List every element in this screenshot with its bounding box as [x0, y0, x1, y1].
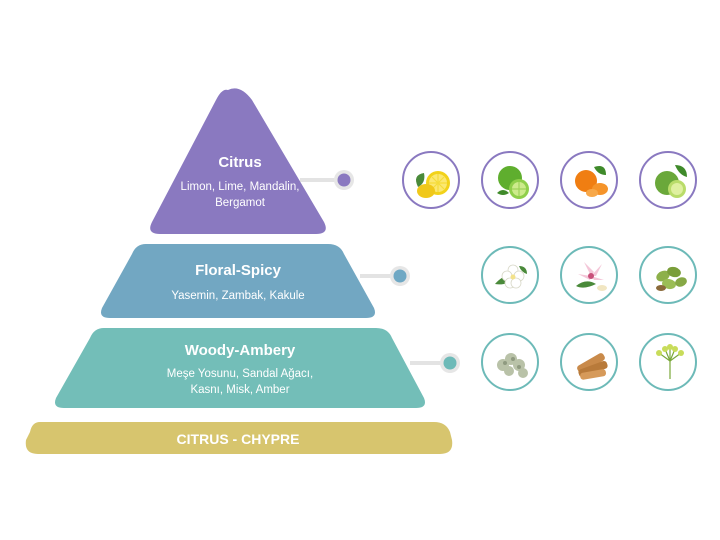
tier-floral-shape [101, 244, 375, 318]
tier-title: Woody-Ambery [184, 342, 296, 359]
galbanum-icon [639, 333, 697, 391]
sandalwood-icon [560, 333, 618, 391]
tier-notes-line: Yasemin, Zambak, Kakule [171, 290, 305, 302]
marker-floral [393, 269, 407, 283]
tier-notes-line: Bergamot [215, 197, 265, 209]
base-shape [25, 422, 453, 454]
tier-woody: Woody-Ambery Meşe Yosunu, Sandal Ağacı, … [90, 342, 390, 398]
tier-notes-line: Limon, Lime, Mandalin, [180, 181, 300, 193]
tier-notes-line: Meşe Yosunu, Sandal Ağacı, [166, 368, 314, 380]
tier-notes-line: Kasnı, Misk, Amber [190, 384, 290, 396]
marker-woody [443, 356, 457, 370]
cardamom-icon [639, 246, 697, 304]
tier-citrus-shape [150, 88, 326, 234]
tier-title: Floral-Spicy [195, 262, 281, 279]
jasmine-icon [481, 246, 539, 304]
tier-floral: Floral-Spicy Yasemin, Zambak, Kakule [118, 262, 358, 304]
lime-icon [481, 151, 539, 209]
mandarin-icon [560, 151, 618, 209]
tier-woody-shape [55, 328, 425, 408]
bergamot-icon [639, 151, 697, 209]
tier-citrus: Citrus Limon, Lime, Mandalin, Bergamot [160, 154, 320, 211]
tier-title: Citrus [218, 154, 262, 171]
base-label: CITRUS - CHYPRE [176, 431, 300, 447]
oakmoss-icon [481, 333, 539, 391]
marker-citrus [337, 173, 351, 187]
lemon-icon [402, 151, 460, 209]
lily-icon [560, 246, 618, 304]
